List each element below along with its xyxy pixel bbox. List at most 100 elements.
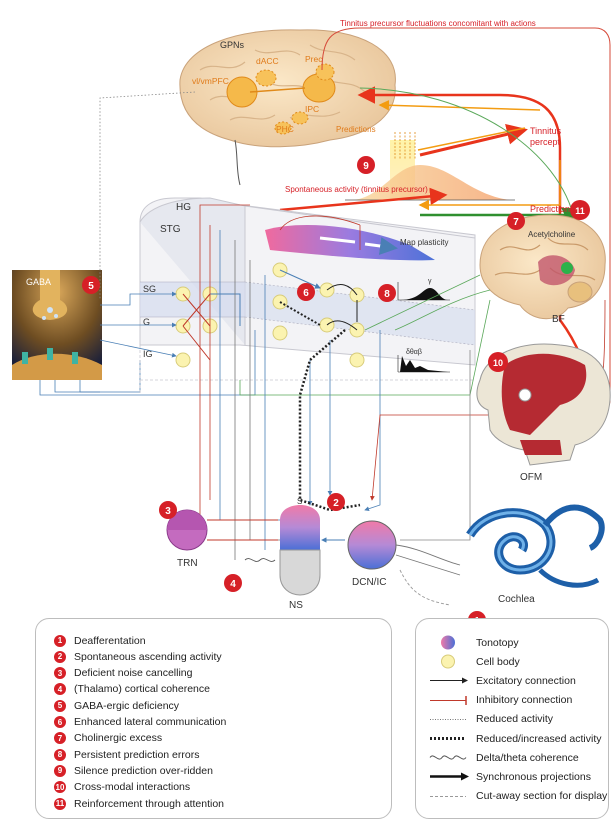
svg-text:5: 5 xyxy=(88,281,94,292)
vlvmpfc-label: vl/vmPFC xyxy=(192,76,229,86)
gamma-label: γ xyxy=(428,278,432,285)
legend-number-badge: 3 xyxy=(54,667,66,679)
legend-item-2: 2 Spontaneous ascending activity xyxy=(54,649,222,664)
svg-text:6: 6 xyxy=(303,288,309,299)
cochlea-label: Cochlea xyxy=(498,594,535,605)
legend-number-badge: 6 xyxy=(54,716,66,728)
subcortical-connections xyxy=(207,520,460,605)
legend-symbol-row: Synchronous projections xyxy=(426,769,591,784)
svg-text:9: 9 xyxy=(363,161,369,172)
legend-number-badge: 7 xyxy=(54,732,66,744)
svg-text:7: 7 xyxy=(513,217,519,228)
bf-label: BF xyxy=(552,314,565,325)
legend-symbol-label: Cut-away section for display xyxy=(476,790,607,802)
legend-symbol-label: Excitatory connection xyxy=(476,675,576,687)
svg-text:11: 11 xyxy=(575,206,585,216)
legend-symbol-row: Delta/theta coherence xyxy=(426,750,579,765)
legend-item-label: Deficient noise cancelling xyxy=(74,667,192,679)
svg-text:2: 2 xyxy=(333,498,339,509)
legend-number-badge: 2 xyxy=(54,651,66,663)
legend-symbol-row: Reduced/increased activity xyxy=(426,731,601,746)
coherence-wave-icon xyxy=(426,750,470,765)
spontaneous-activity-label: Spontaneous activity (tinnitus precursor… xyxy=(285,185,428,194)
legend-symbol-row: Inhibitory connection xyxy=(426,693,572,708)
legend-number-badge: 8 xyxy=(54,749,66,761)
svg-text:8: 8 xyxy=(384,289,390,300)
dcn-ic-label: DCN/IC xyxy=(352,577,386,588)
legend-symbol-row: Reduced activity xyxy=(426,712,553,727)
ns-label: NS xyxy=(289,600,303,611)
stg-label: STG xyxy=(160,224,181,235)
legend-item-label: Cross-modal interactions xyxy=(74,781,190,793)
legend-item-6: 6 Enhanced lateral communication xyxy=(54,715,226,730)
inhibitory-line-icon xyxy=(426,693,470,708)
legend-item-label: (Thalamo) cortical coherence xyxy=(74,683,210,695)
hg-label: HG xyxy=(176,202,191,213)
legend-symbol-row: Tonotopy xyxy=(426,635,519,650)
marker-2: 2 xyxy=(327,493,345,511)
legend-symbol-label: Tonotopy xyxy=(476,637,519,649)
reduced-increased-icon xyxy=(426,731,470,746)
ipc-label: IPC xyxy=(305,104,319,114)
legend-symbol-label: Synchronous projections xyxy=(476,771,591,783)
legend-item-10: 10 Cross-modal interactions xyxy=(54,780,190,795)
legend-item-label: Persistent prediction errors xyxy=(74,749,199,761)
prec-label: Prec xyxy=(305,54,323,64)
gpns-label: GPNs xyxy=(220,40,245,50)
legend-symbol-row: Cell body xyxy=(426,654,520,669)
legend-number-badge: 1 xyxy=(54,635,66,647)
legend-mechanisms: 1 Deafferentation 2 Spontaneous ascending a… xyxy=(35,618,392,819)
trn-label: TRN xyxy=(177,558,198,569)
delta-theta-label: δθαβ xyxy=(406,349,422,356)
legend-item-label: Reinforcement through attention xyxy=(74,798,224,810)
legend-item-label: Enhanced lateral communication xyxy=(74,716,226,728)
legend-symbol-row: Cut-away section for display xyxy=(426,789,607,804)
ofm-label: OFM xyxy=(520,472,542,483)
legend-symbol-label: Reduced/increased activity xyxy=(476,733,601,745)
legend-item-label: Deafferentation xyxy=(74,635,146,647)
marker-11: 11 xyxy=(570,200,590,220)
marker-5: 5 xyxy=(82,276,100,294)
legend-item-label: Spontaneous ascending activity xyxy=(74,651,222,663)
tinnitus-percept-label-1: Tinnitus xyxy=(530,126,562,136)
g-label: G xyxy=(143,317,150,327)
legend-number-badge: 10 xyxy=(54,781,66,793)
excitatory-arrow-icon xyxy=(426,673,470,688)
svg-text:3: 3 xyxy=(165,506,171,517)
cochlea-illustration xyxy=(470,508,602,586)
legend-item-4: 4 (Thalamo) cortical coherence xyxy=(54,682,210,697)
acetylcholine-label: Acetylcholine xyxy=(528,230,576,239)
legend-number-badge: 4 xyxy=(54,683,66,695)
s-label: S xyxy=(297,497,302,506)
tonotopy-icon xyxy=(426,635,470,650)
marker-6: 6 xyxy=(297,283,315,301)
prediction-errors-label-1: Prediction xyxy=(530,204,570,214)
sg-label: SG xyxy=(143,284,156,294)
legend-symbol-label: Inhibitory connection xyxy=(476,694,572,706)
map-plasticity-label: Map plasticity xyxy=(400,238,448,247)
cell-body-icon xyxy=(426,654,470,669)
svg-text:10: 10 xyxy=(493,358,503,368)
gaba-label: GABA xyxy=(26,277,51,287)
dacc-label: dACC xyxy=(256,56,279,66)
cutaway-dashed-icon xyxy=(426,789,470,804)
dcn-ic-nucleus xyxy=(348,521,396,569)
legend-number-badge: 9 xyxy=(54,765,66,777)
svg-text:4: 4 xyxy=(230,579,236,590)
marker-10: 10 xyxy=(488,352,508,372)
marker-9: 9 xyxy=(357,156,375,174)
legend-item-11: 11Reinforcement through attention xyxy=(54,796,224,811)
predictions-label: Predictions xyxy=(336,125,376,134)
legend-item-label: GABA-ergic deficiency xyxy=(74,700,179,712)
ns-nucleus xyxy=(280,505,320,595)
legend-item-8: 8 Persistent prediction errors xyxy=(54,747,199,762)
reduced-activity-icon xyxy=(426,712,470,727)
tinnitus-percept-label-2: percept xyxy=(530,137,561,147)
legend-item-label: Silence prediction over-ridden xyxy=(74,765,213,777)
legend-item-9: 9 Silence prediction over-ridden xyxy=(54,763,213,778)
phc-label: PHC xyxy=(276,124,294,134)
marker-3: 3 xyxy=(159,501,177,519)
